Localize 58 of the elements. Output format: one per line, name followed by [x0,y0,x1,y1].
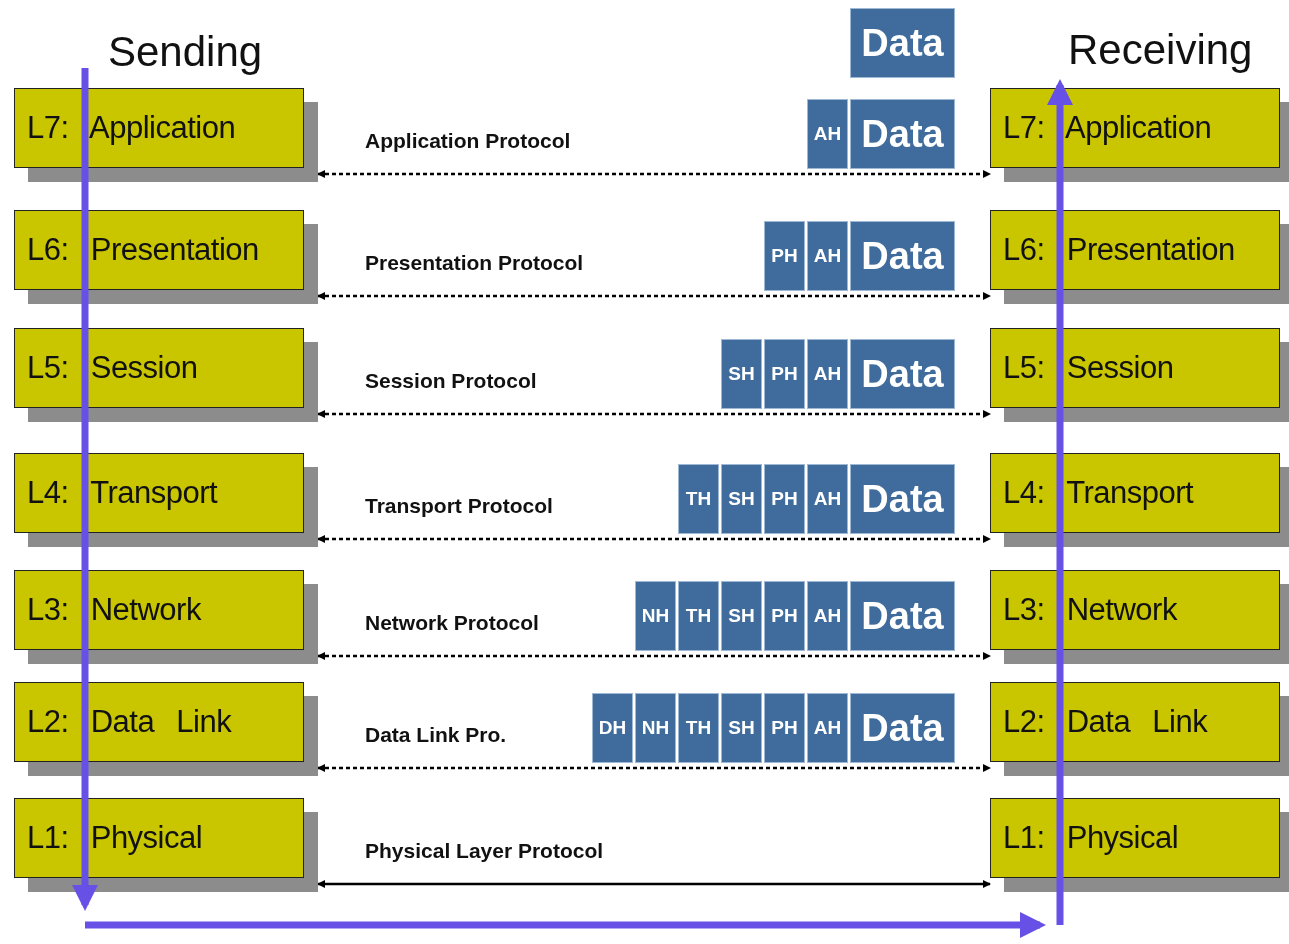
protocol-arrow [317,880,991,888]
header-block: PH [764,693,805,763]
header-block: DH [592,693,633,763]
data-block: Data [850,8,955,78]
header-block: AH [807,693,848,763]
header-block: TH [678,581,719,651]
layer-box [14,798,318,892]
data-block: Data [850,581,955,651]
header-block: SH [721,693,762,763]
layer-label: L2: Data Link [26,704,232,740]
layer-label: L4: Transport [26,475,218,511]
header-block: AH [807,581,848,651]
header-block: SH [721,464,762,534]
data-block: Data [850,99,955,169]
header-block: AH [807,339,848,409]
data-block: Data [850,464,955,534]
column-heading: Sending [108,28,263,76]
protocol-arrow [317,652,991,660]
data-block: Data [850,221,955,291]
layer-label: L2: Data Link [1002,704,1208,740]
layer-box [14,453,318,547]
header-block: AH [807,99,848,169]
layer-label: L7: Application [26,110,236,146]
header-block: PH [764,221,805,291]
header-block: NH [635,693,676,763]
layer-label: L6: Presentation [26,232,259,268]
header-block: PH [764,339,805,409]
layer-box [14,88,318,182]
header-block: PH [764,464,805,534]
layer-label: L3: Network [26,592,201,628]
header-block: AH [807,221,848,291]
layer-box [14,682,318,776]
layer-box [14,570,318,664]
layer-label: L4: Transport [1002,475,1194,511]
data-block: Data [850,339,955,409]
layer-label: L3: Network [1002,592,1177,628]
header-block: AH [807,464,848,534]
header-block: TH [678,464,719,534]
protocol-arrow [317,170,991,178]
header-block: SH [721,581,762,651]
protocol-arrow [317,535,991,543]
protocol-arrow [317,410,991,418]
layer-label: L1: Physical [1002,820,1179,856]
protocol-arrow [317,292,991,300]
layer-label: L5: Session [26,350,198,386]
layer-label: L1: Physical [26,820,203,856]
column-heading: Receiving [1068,26,1253,74]
layer-label: L7: Application [1002,110,1212,146]
protocol-arrow [317,764,991,772]
layer-box [14,328,318,422]
layer-label: L6: Presentation [1002,232,1235,268]
layer-box [14,210,318,304]
header-block: PH [764,581,805,651]
header-block: SH [721,339,762,409]
header-block: NH [635,581,676,651]
header-block: TH [678,693,719,763]
layer-label: L5: Session [1002,350,1174,386]
data-block: Data [850,693,955,763]
